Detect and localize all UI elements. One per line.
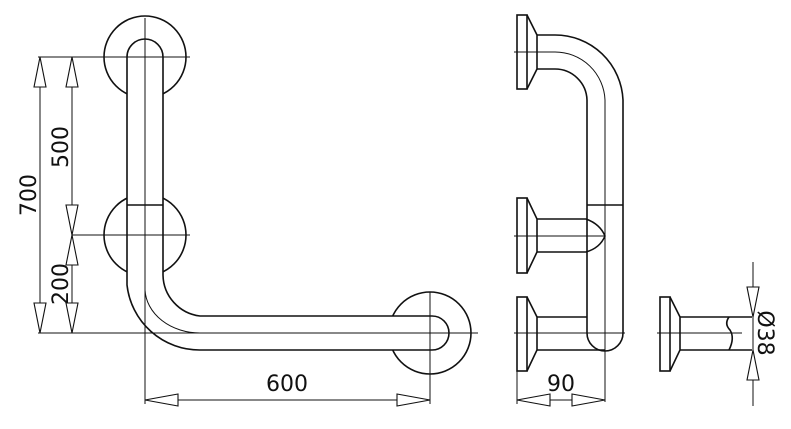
arrow-icon bbox=[516, 393, 551, 407]
side-tube bbox=[537, 34, 624, 352]
arrow-icon bbox=[65, 204, 79, 236]
arrow-icon bbox=[144, 393, 179, 407]
dim-label-200: 200 bbox=[49, 263, 74, 305]
arrow-icon bbox=[33, 302, 47, 334]
detail-stub bbox=[680, 316, 752, 351]
arrow-icon bbox=[746, 286, 760, 318]
bottom-stub bbox=[537, 316, 605, 351]
side-view: 90 bbox=[514, 14, 625, 407]
dim-label-diameter: Ø38 bbox=[752, 310, 777, 355]
arrow-icon bbox=[65, 234, 79, 266]
break-line bbox=[725, 316, 734, 351]
detail-view: Ø38 bbox=[657, 262, 777, 406]
detail-flange bbox=[669, 296, 681, 372]
front-view: 700 500 200 600 bbox=[17, 15, 478, 407]
bottom-flange-side bbox=[526, 296, 538, 372]
dim-label-500: 500 bbox=[49, 126, 74, 168]
arrow-icon bbox=[396, 393, 431, 407]
arrow-icon bbox=[571, 393, 606, 407]
dim-label-600: 600 bbox=[266, 372, 308, 397]
arrow-icon bbox=[65, 302, 79, 334]
side-centerline bbox=[537, 51, 606, 402]
dim-label-90: 90 bbox=[547, 372, 575, 397]
arrow-icon bbox=[33, 56, 47, 88]
arrow-icon bbox=[65, 56, 79, 88]
dim-label-700: 700 bbox=[17, 174, 42, 216]
arrow-icon bbox=[746, 349, 760, 381]
